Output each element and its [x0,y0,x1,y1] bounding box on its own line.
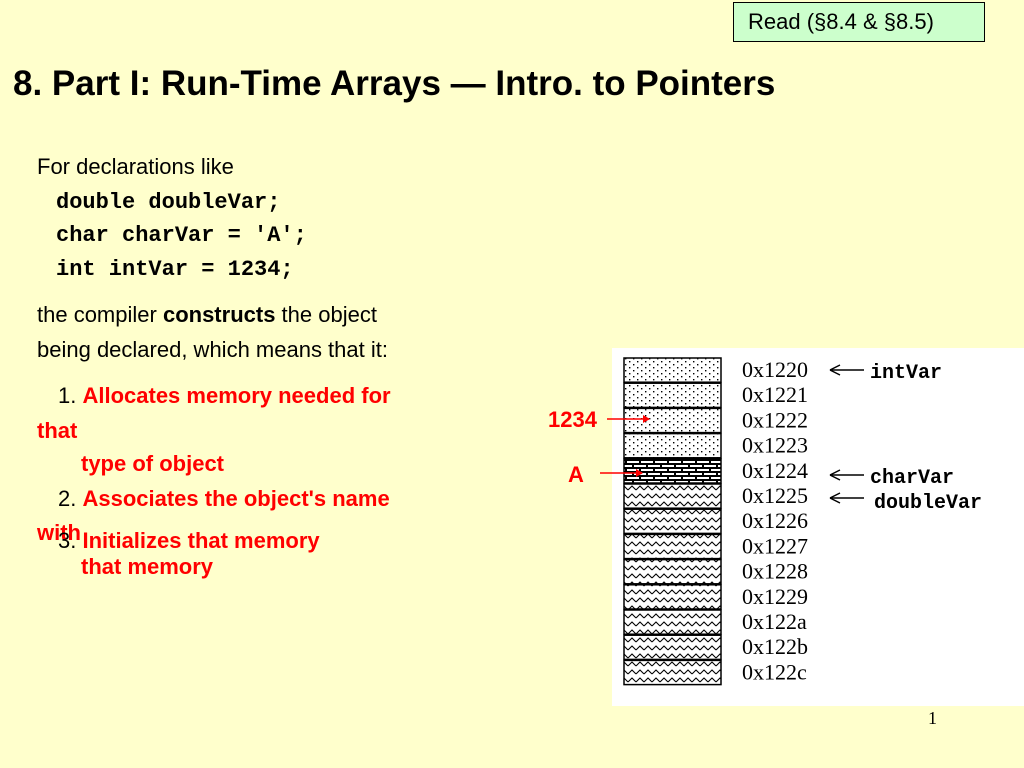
memory-cell [623,458,722,484]
step-2-text: Associates the object's name [82,486,390,511]
int-var-pointer: intVar [829,362,942,385]
memory-cell [623,407,722,434]
memory-address: 0x122a [742,609,807,634]
step-3-text: Initializes that memory [82,528,320,553]
memory-address: 0x1224 [742,458,808,483]
double-var-label: doubleVar [874,492,982,515]
compiler-text-bold: constructs [162,302,276,327]
memory-cell [623,558,722,585]
int-var-arrow-head [829,364,841,376]
memory-address: 0x1229 [742,584,808,609]
memory-diagram-svg: 0x12200x12210x12220x12230x12240x12250x12… [623,357,982,686]
memory-address: 0x1223 [742,433,808,458]
step-2-line-1: 2. Associates the object's name [58,486,390,512]
step-1-text: Allocates memory needed for [82,383,391,408]
int-value-arrow [607,415,650,423]
page-number: 1 [928,708,937,728]
memory-cells [623,357,722,686]
char-var-label: charVar [870,467,954,490]
memory-cell [623,634,722,661]
double-var-arrow-head [829,492,841,504]
step-3-number: 3. [58,528,83,553]
compiler-line-2: being declared, which means that it: [37,337,388,362]
compiler-text-pre: the compiler [37,302,163,327]
step-1-line-1: 1. Allocates memory needed for [58,383,391,409]
step-2-number: 2. [58,486,83,511]
char-var-pointer: charVar [829,467,954,490]
intro-text: For declarations like [37,154,234,179]
memory-cell [623,609,722,635]
memory-cell [623,432,722,459]
compiler-text-post: the object [275,302,377,327]
memory-address: 0x1222 [742,407,808,432]
int-value-label: 1234 [548,407,597,432]
memory-cell [623,533,722,560]
memory-address: 0x1221 [742,382,808,407]
memory-cell [623,508,722,535]
code-line-double: double doubleVar; [56,190,281,215]
step-2-line-2: with [37,520,81,545]
double-var-pointer: doubleVar [829,492,982,515]
memory-address: 0x1220 [742,357,808,382]
reading-reference: Read (§8.4 & §8.5) [733,2,985,42]
memory-addresses: 0x12200x12210x12220x12230x12240x12250x12… [742,357,808,684]
code-line-char: char charVar = 'A'; [56,223,307,248]
compiler-line-1: the compiler constructs the object [37,302,377,328]
char-value-arrow-head [636,469,643,477]
memory-cell [623,357,722,383]
char-value-label: A [568,462,584,487]
memory-cell [623,584,722,610]
memory-cell [623,659,722,686]
memory-cell [623,382,722,409]
step-1-line-2: that [37,418,78,443]
slide-title: 8. Part I: Run-Time Arrays — Intro. to P… [13,64,776,103]
code-line-int: int intVar = 1234; [56,257,294,282]
memory-address: 0x1226 [742,508,808,533]
step-1-number: 1. [58,383,83,408]
memory-cell [623,483,722,509]
step-3-line-1: 3. Initializes that memory [58,528,320,554]
step-1-line-3: type of object [81,451,225,476]
int-value-arrow-head [643,415,650,423]
step-2-line-3: that memory [81,554,214,579]
memory-address: 0x1225 [742,483,808,508]
memory-address: 0x1227 [742,533,808,558]
char-value-arrow [600,469,643,477]
memory-address: 0x1228 [742,559,808,584]
memory-address: 0x122c [742,659,807,684]
char-var-arrow-head [829,469,841,481]
memory-address: 0x122b [742,634,808,659]
int-var-label: intVar [870,362,942,385]
